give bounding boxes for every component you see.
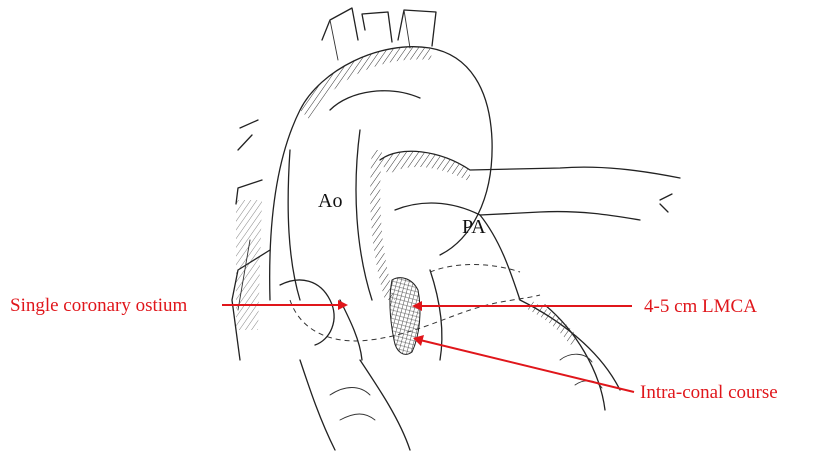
heart-body-drawing: [280, 265, 620, 451]
arrow-intra-conal-course: [420, 340, 634, 392]
label-single-coronary-ostium: Single coronary ostium: [10, 295, 188, 316]
lmca-vessel: [390, 278, 420, 355]
label-lmca: 4-5 cm LMCA: [644, 296, 757, 317]
pulmonary-artery-label: PA: [462, 216, 486, 238]
pulmonary-artery-drawing: [380, 151, 680, 360]
label-intra-conal-course: Intra-conal course: [640, 382, 778, 403]
annotation-arrows: [222, 300, 634, 392]
arrowhead-single-coronary-ostium: [338, 300, 348, 310]
structure-labels: Ao PA: [318, 190, 486, 238]
aorta-label: Ao: [318, 190, 342, 212]
